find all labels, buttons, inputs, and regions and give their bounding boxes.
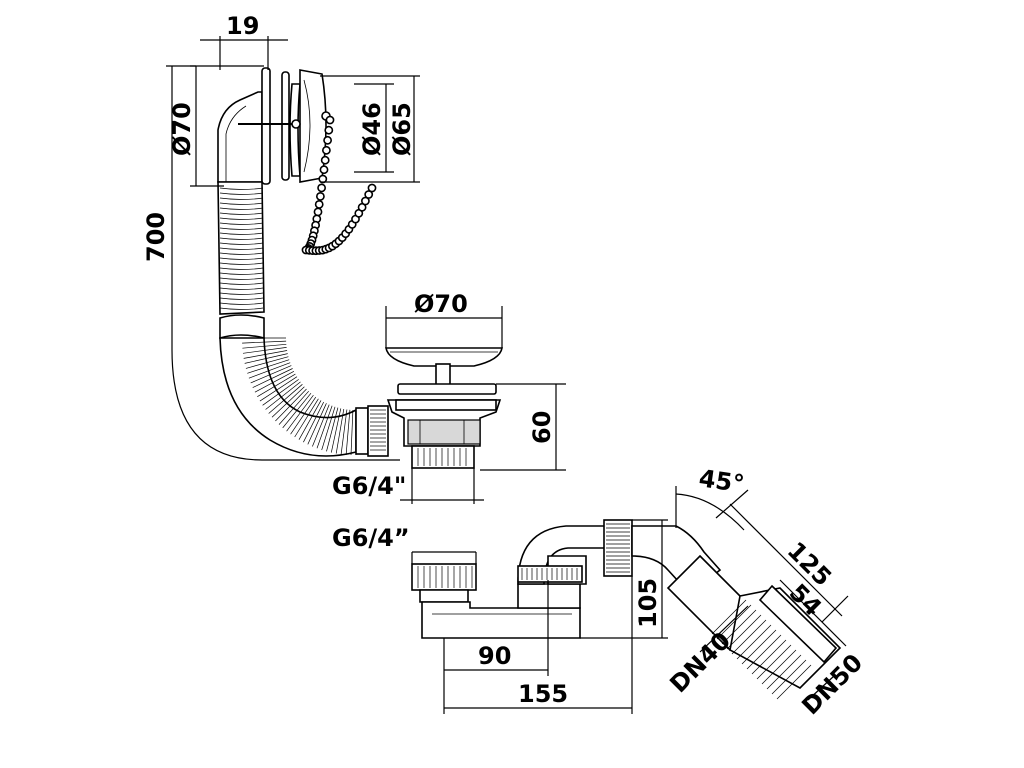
lower-hose [219,337,389,457]
dim-plug-inner-diameter: Ø46 [358,102,386,156]
dim-offset-long: 155 [518,680,568,708]
strainer-assembly [385,347,503,469]
ball-chain [301,115,377,256]
dim-top-width: 19 [226,12,259,40]
dim-plug-outer-diameter: Ø65 [388,102,416,156]
dim-left-diameter: Ø70 [168,102,196,156]
dim-strainer-height: 60 [528,411,556,444]
dim-angle: 45° [697,464,746,498]
dim-total-length: 700 [142,212,170,262]
dimension-lines [166,36,849,714]
overflow-assembly [217,67,377,256]
dim-offset-short: 90 [478,642,511,670]
upper-hose [217,181,265,340]
dim-trap-height: 105 [634,578,662,628]
dim-pipe-small: DN40 [664,627,736,699]
dim-thread-upper: G6/4" [332,472,406,500]
trap-assembly [411,519,842,700]
dim-thread-lower: G6/4” [332,524,410,552]
dim-strainer-diameter: Ø70 [414,290,468,318]
